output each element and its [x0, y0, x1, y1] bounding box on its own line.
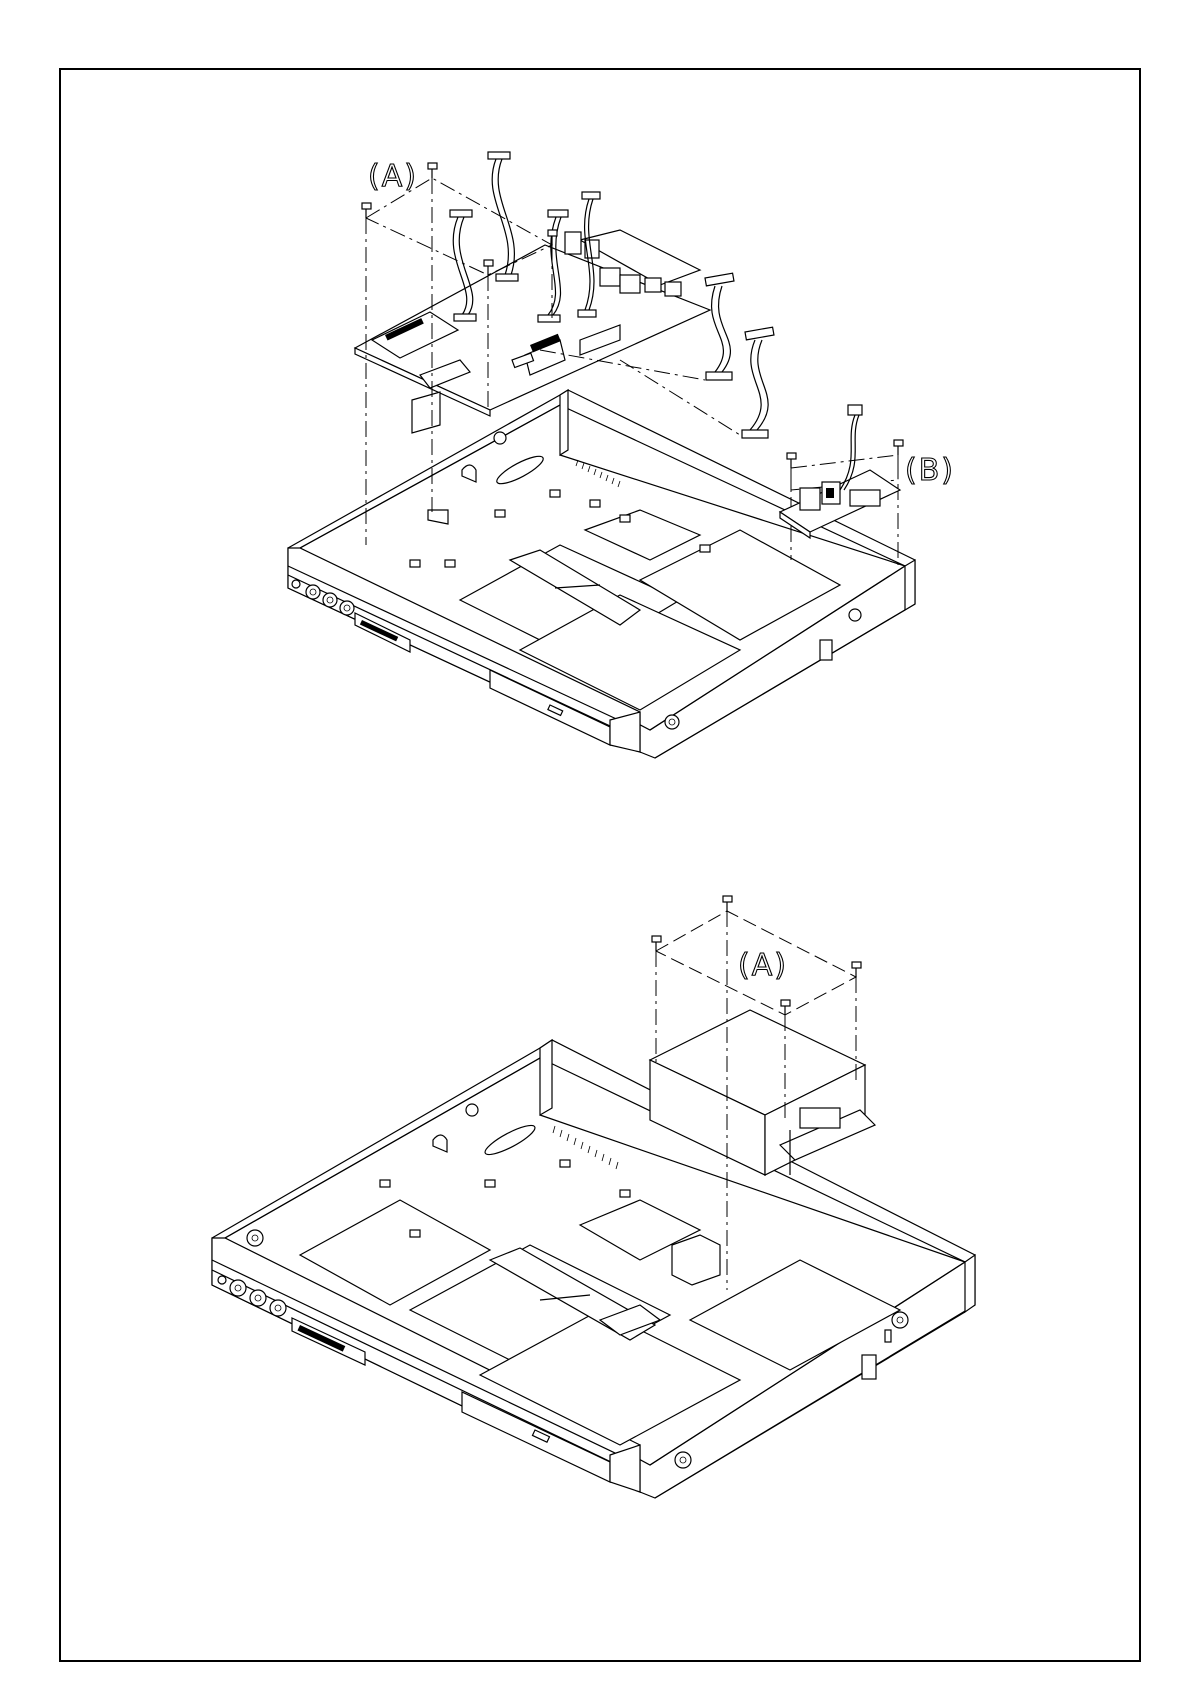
callout-B-top: (B): [905, 453, 955, 488]
main-board-A: [355, 230, 710, 433]
callout-A-top: (A): [368, 159, 418, 194]
callout-A-bottom: (A): [738, 948, 788, 983]
sub-board-B: [780, 405, 900, 538]
bottom-figure: (A): [212, 896, 975, 1498]
top-figure: (A) (B): [288, 152, 955, 758]
chassis-top: [288, 390, 915, 758]
